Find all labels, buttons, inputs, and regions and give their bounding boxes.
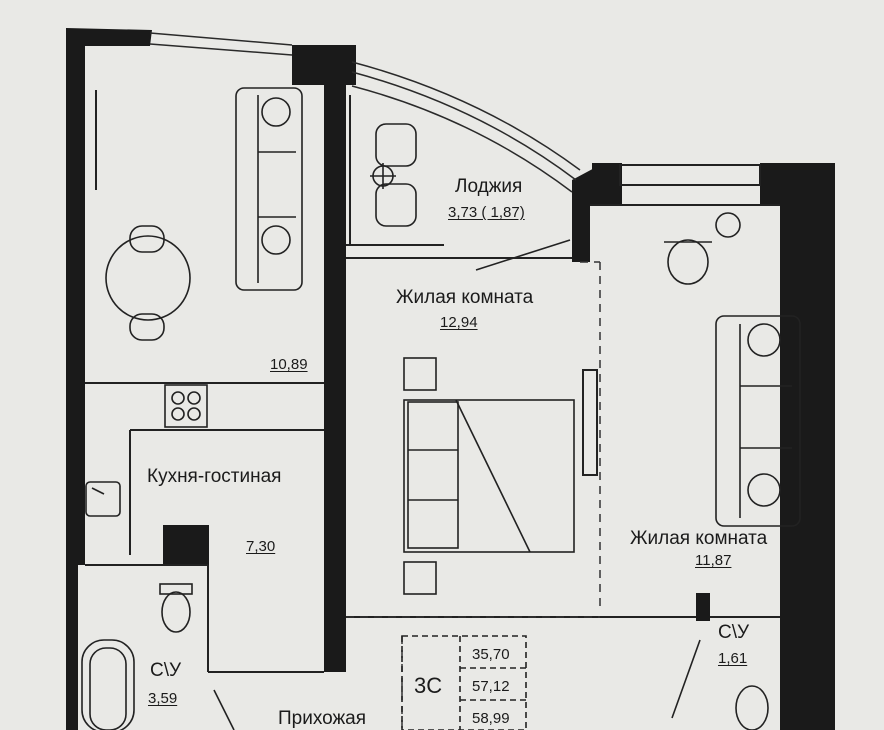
summary-boxes [401,635,527,730]
bed [403,357,575,595]
loggia-label: Лоджия [455,176,523,197]
hall-label: Прихожая [278,708,367,729]
dining-table [105,225,191,341]
partitions [85,204,780,673]
living1-area: 12,94 [440,314,478,331]
kitchen-label: Кухня-гостиная [147,466,282,487]
windows [95,90,761,476]
loggia-arc [149,32,581,193]
kitchen-appliances [85,384,208,517]
living1-label: Жилая комната [396,287,534,308]
bath-fixtures [81,212,769,730]
living2-label: Жилая комната [630,528,768,549]
summary-value-2: 57,12 [472,678,510,695]
bath2-label: С\У [718,622,750,643]
sofa-kitchen [235,87,303,291]
kitchen-area: 10,89 [270,356,308,373]
walls [66,28,835,730]
apartment-code: 3С [414,673,443,698]
summary-value-3: 58,99 [472,710,510,727]
loggia-area: 3,73 ( 1,87) [448,204,525,221]
bath1-label: С\У [150,660,182,681]
summary-value-1: 35,70 [472,646,510,663]
sofa-room2 [715,315,801,527]
living2-area: 11,87 [695,552,732,569]
bath2-area: 1,61 [718,650,748,667]
loggia-chairs [370,123,417,227]
kitchen-area2: 7,30 [246,538,276,555]
bath1-area: 3,59 [148,690,178,707]
